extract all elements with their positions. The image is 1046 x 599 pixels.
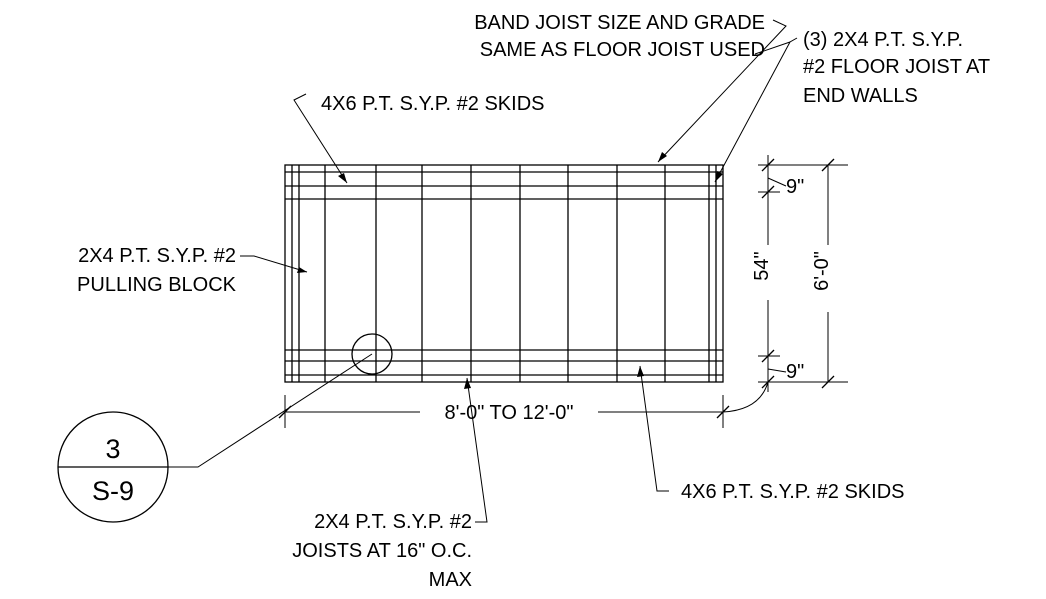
dimension-inner <box>758 155 787 392</box>
dimension-edge-top-text: 9" <box>786 176 804 198</box>
leader-band-joist <box>657 19 787 163</box>
leader-9-top <box>767 177 787 187</box>
leader-joists <box>466 377 488 523</box>
tick-left <box>278 405 292 419</box>
leader-pulling-block <box>240 255 308 273</box>
callout-sheet-number: S-9 <box>92 476 134 506</box>
floor-frame <box>284 164 724 383</box>
tick-width-bottom <box>821 375 835 389</box>
leader-9-bottom <box>767 368 787 373</box>
label-joists-line1: 2X4 P.T. S.Y.P. #2 <box>314 511 472 533</box>
leader-length-arc <box>722 381 769 413</box>
tick-inner-4 <box>761 375 775 389</box>
arrowhead-end-walls <box>715 171 723 182</box>
leader-end-walls-2 <box>754 41 791 55</box>
detail-callout: 3 S-9 <box>57 411 169 523</box>
tick-inner-1 <box>761 158 775 172</box>
tick-inner-2 <box>761 185 775 199</box>
arrowhead-pulling-block <box>297 267 307 273</box>
leaders <box>168 19 798 523</box>
dimension-length <box>278 381 769 428</box>
arrowhead-joists <box>464 378 471 389</box>
arrowhead-skids-bottom <box>637 366 644 377</box>
leader-skids-bottom <box>639 365 669 492</box>
label-pulling-block-line1: 2X4 P.T. S.Y.P. #2 <box>78 245 236 267</box>
label-joists-line2: JOISTS AT 16" O.C. <box>292 540 472 562</box>
leader-detail-callout <box>168 353 373 468</box>
dimension-width <box>758 158 848 389</box>
detail-reference-circle <box>351 333 393 375</box>
dimension-inner-span-text: 54" <box>751 251 773 280</box>
label-skids-top: 4X6 P.T. S.Y.P. #2 SKIDS <box>321 93 545 115</box>
label-skids-bottom: 4X6 P.T. S.Y.P. #2 SKIDS <box>681 481 905 503</box>
label-band-joist-line2: SAME AS FLOOR JOIST USED <box>480 39 765 61</box>
tick-inner-3 <box>761 349 775 363</box>
arrowhead-skids-top <box>338 173 347 183</box>
label-end-walls-line2: #2 FLOOR JOIST AT <box>803 56 990 78</box>
label-band-joist-line1: BAND JOIST SIZE AND GRADE <box>474 12 765 34</box>
callout-detail-number: 3 <box>105 434 120 464</box>
tick-width-top <box>821 158 835 172</box>
dimension-edge-bottom-text: 9" <box>786 361 804 383</box>
label-pulling-block-line2: PULLING BLOCK <box>77 274 237 296</box>
label-end-walls-line3: END WALLS <box>803 85 918 107</box>
label-joists-line3: MAX <box>429 569 472 591</box>
arrowhead-band-joist <box>658 152 667 162</box>
dimension-length-text: 8'-0" TO 12'-0" <box>445 402 574 424</box>
label-end-walls-line1: (3) 2X4 P.T. S.Y.P. <box>803 29 963 51</box>
dimension-width-text: 6'-0" <box>811 251 833 291</box>
frame-outline <box>284 164 724 383</box>
leader-skids-top <box>293 93 348 184</box>
